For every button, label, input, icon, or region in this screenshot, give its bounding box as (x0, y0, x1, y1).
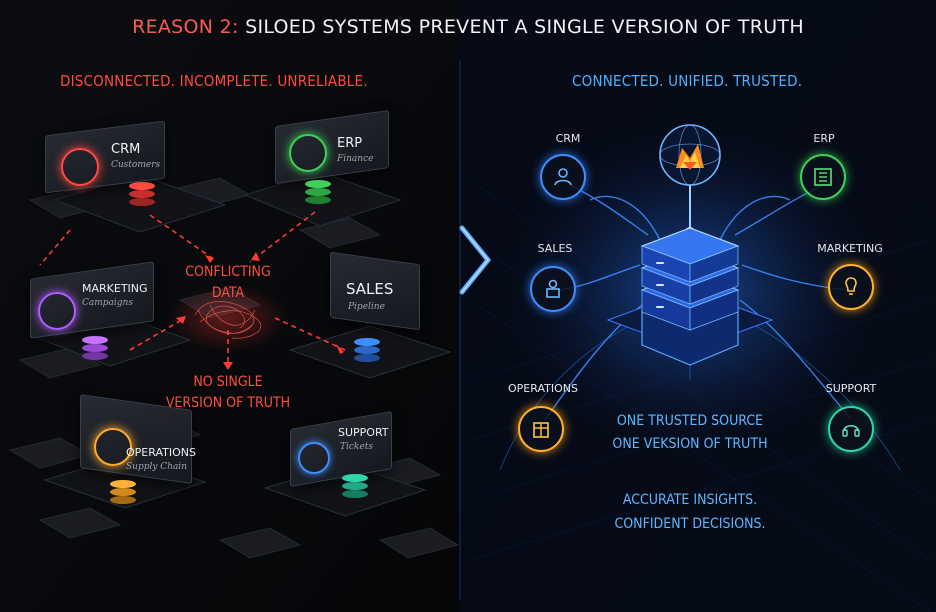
sales-person-icon (546, 279, 560, 298)
database-icon (305, 180, 331, 204)
database-icon (110, 480, 136, 504)
node-operations (518, 406, 564, 452)
infographic-title: REASON 2: SILOED SYSTEMS PREVENT A SINGL… (0, 16, 936, 38)
left-tagline: DISCONNECTED. INCOMPLETE. UNRELIABLE. (60, 72, 368, 90)
database-icon (129, 182, 155, 206)
node-support (828, 406, 874, 452)
user-icon (554, 168, 572, 186)
agent-icon (298, 442, 330, 474)
outcome-line-2: CONFIDENT DECISIONS. (614, 516, 766, 532)
silo-name: MARKETING (82, 282, 148, 295)
title-prefix: REASON 2: (132, 16, 239, 38)
silo-name: SALES (346, 280, 394, 298)
node-marketing (828, 264, 874, 310)
node-crm (540, 154, 586, 200)
silo-subtitle: Finance (337, 154, 374, 164)
right-tagline: CONNECTED. UNIFIED. TRUSTED. (572, 72, 803, 90)
no-truth-line-1: NO SINGLE (193, 374, 263, 390)
node-label-sales: SALES (537, 242, 573, 255)
node-label-support: SUPPORT (825, 382, 877, 395)
title-text: SILOED SYSTEMS PREVENT A SINGLE VERSION … (245, 16, 804, 38)
silo-name: CRM (111, 142, 141, 157)
node-erp (800, 154, 846, 200)
node-sales (530, 266, 576, 312)
conflicting-line-1: CONFLICTING (185, 264, 271, 280)
silo-subtitle: Pipeline (348, 302, 385, 312)
source-line-2: ONE VEKSION OF TRUTH (612, 436, 768, 452)
trusted-source-label: ONE TRUSTED SOURCE ONE VEKSION OF TRUTH (590, 410, 790, 456)
database-icon (342, 474, 368, 498)
node-label-crm: CRM (555, 132, 581, 145)
database-icon (82, 336, 108, 360)
silo-name: SUPPORT (338, 426, 389, 439)
outcome-line-1: ACCURATE INSIGHTS. (622, 492, 758, 508)
outcome-label: ACCURATE INSIGHTS. CONFIDENT DECISIONS. (590, 488, 790, 536)
conflicting-line-2: DATA (211, 285, 245, 301)
conflicting-data-label: CONFLICTING DATA (168, 262, 288, 304)
lightbulb-icon (845, 277, 857, 295)
campaign-icon (38, 292, 76, 330)
node-label-erp: ERP (813, 132, 835, 145)
node-label-marketing: MARKETING (817, 242, 883, 255)
silo-subtitle: Customers (111, 160, 161, 170)
finance-icon (814, 168, 832, 186)
silo-subtitle: Tickets (340, 442, 373, 452)
user-icon (61, 148, 99, 186)
no-truth-label: NO SINGLE VERSION OF TRUTH (150, 372, 306, 414)
source-line-1: ONE TRUSTED SOURCE (616, 413, 764, 429)
user-icon (94, 428, 132, 466)
silo-subtitle: Campaigns (82, 298, 133, 308)
database-icon (354, 338, 380, 362)
headset-icon (842, 424, 860, 437)
factory-icon (533, 422, 549, 438)
silo-name: ERP (337, 136, 363, 151)
central-database-stack (606, 227, 774, 366)
node-label-operations: OPERATIONS (508, 382, 578, 395)
silo-name: OPERATIONS (126, 446, 196, 459)
no-truth-line-2: VERSION OF TRUTH (165, 395, 291, 411)
user-icon (289, 134, 327, 172)
silo-subtitle: Supply Chain (126, 462, 188, 472)
flame-logo-icon (676, 144, 704, 170)
